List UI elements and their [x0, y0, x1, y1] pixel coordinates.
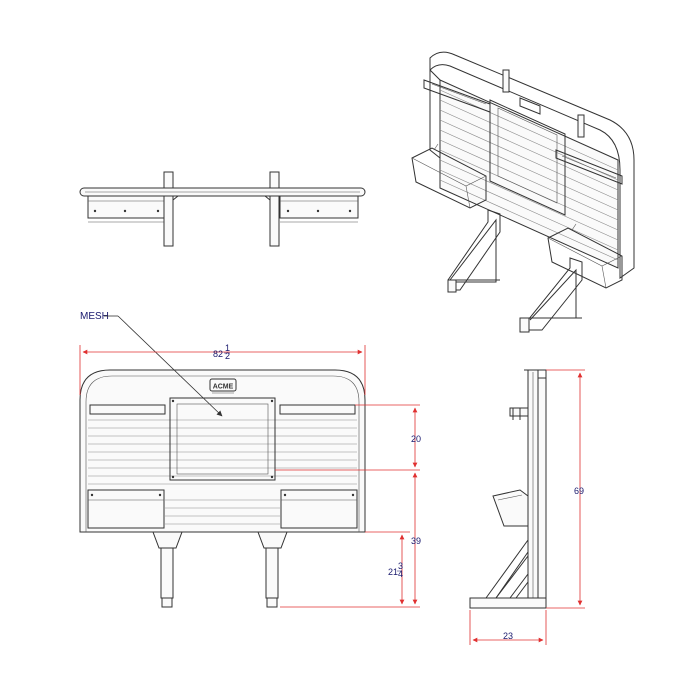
mesh-callout: MESH	[80, 311, 223, 417]
svg-text:2: 2	[225, 351, 230, 361]
svg-text:4: 4	[398, 569, 403, 579]
side-dimensions: 69 23	[469, 369, 585, 645]
front-dimensions: 82 1 2 20 39 21 3 4	[79, 343, 421, 608]
svg-text:1: 1	[225, 343, 230, 353]
depth-dimension: 23	[503, 631, 513, 641]
svg-text:3: 3	[398, 561, 403, 571]
side-view	[469, 369, 547, 609]
front-view: ACME	[79, 369, 366, 608]
total-height-dimension: 69	[574, 486, 584, 496]
upper-height-dimension: 20	[411, 434, 421, 444]
top-view	[79, 171, 366, 247]
isometric-view	[411, 51, 635, 333]
logo-text: ACME	[213, 384, 234, 391]
leg-height-dimension: 21	[388, 567, 398, 577]
lower-height-dimension: 39	[411, 536, 421, 546]
mesh-label: MESH	[80, 311, 109, 322]
width-dimension: 82	[213, 349, 223, 359]
